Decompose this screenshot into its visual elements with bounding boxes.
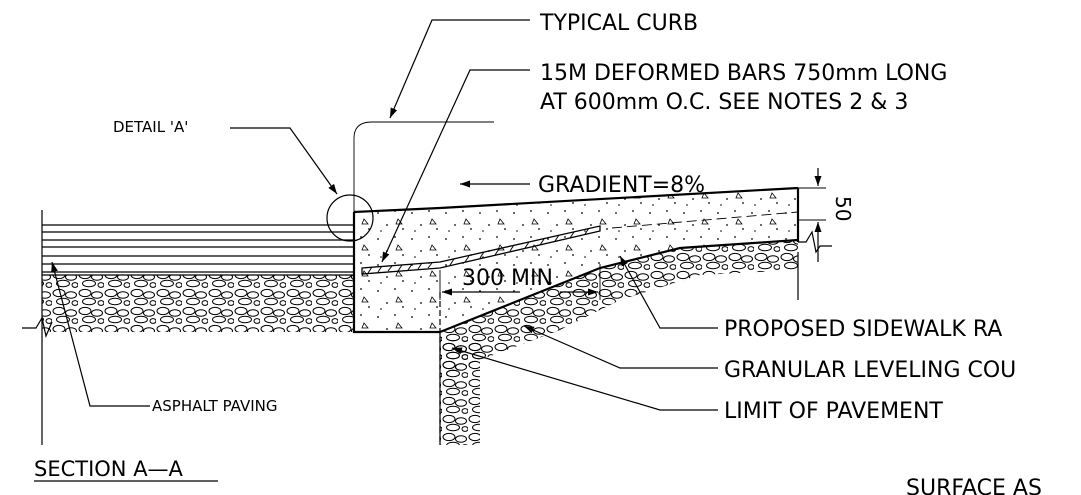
bars-label-line2: AT 600mm O.C. SEE NOTES 2 & 3 xyxy=(540,90,908,115)
limit-pavement-label: LIMIT OF PAVEMENT xyxy=(724,399,943,424)
surface-label-cut: SURFACE AS xyxy=(906,476,1042,495)
asphalt-granular-base xyxy=(42,274,354,332)
break-symbol-left xyxy=(22,316,53,338)
section-title: SECTION A—A xyxy=(34,457,184,481)
deformed-bar xyxy=(361,225,601,275)
detail-a-circle xyxy=(326,194,374,242)
proposed-sidewalk-label: PROPOSED SIDEWALK RA xyxy=(724,317,1002,342)
typical-curb-label: TYPICAL CURB xyxy=(539,11,698,36)
break-symbol-right xyxy=(798,230,832,254)
dim-50-label: 50 xyxy=(831,196,855,221)
granular-leveling-label: GRANULAR LEVELING COU xyxy=(724,358,1016,383)
typical-curb-profile xyxy=(353,121,494,212)
detail-a-label: DETAIL 'A' xyxy=(113,118,188,136)
leaders xyxy=(51,19,826,411)
bars-label-line1: 15M DEFORMED BARS 750mm LONG xyxy=(540,61,947,86)
asphalt-paving-label: ASPHALT PAVING xyxy=(152,397,278,415)
granular-fill-below-limit xyxy=(440,340,480,445)
asphalt-layers xyxy=(41,210,354,445)
labels: TYPICAL CURB 15M DEFORMED BARS 750mm LON… xyxy=(34,11,1042,495)
curb-body xyxy=(352,186,800,334)
sidewalk-upper-dash xyxy=(611,211,799,229)
gradient-label: GRADIENT=8% xyxy=(538,173,705,198)
dim-300-label: 300 MIN xyxy=(462,266,553,291)
